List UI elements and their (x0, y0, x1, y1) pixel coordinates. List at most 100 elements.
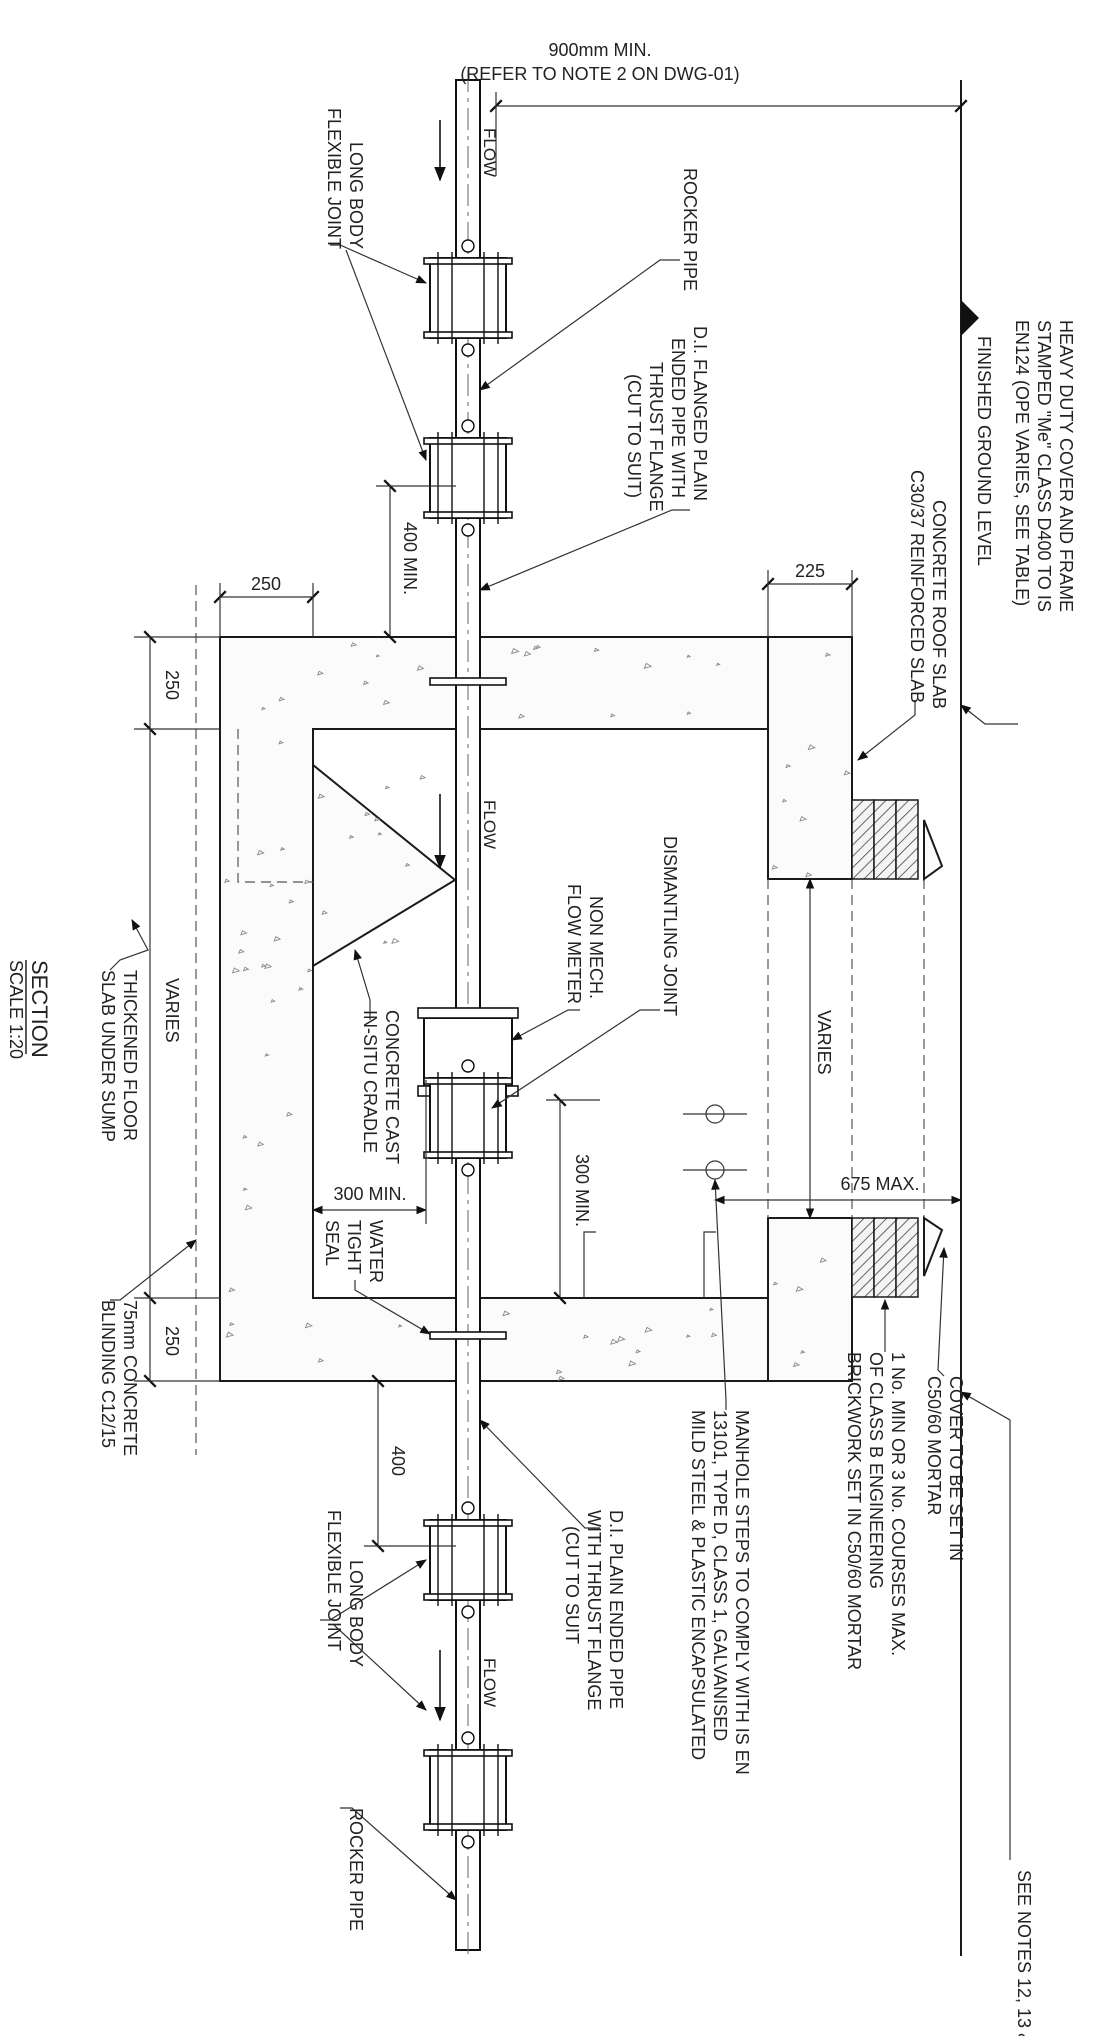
flow-meter-label: NON MECH. FLOW METER (564, 884, 606, 1004)
roof-slab-label: CONCRETE ROOF SLAB C30/37 REINFORCED SLA… (907, 470, 949, 709)
floor-slab-label: THICKENED FLOOR SLAB UNDER SUMP (98, 970, 140, 1142)
cradle-label: CONCRETE CAST IN-SITU CRADLE (360, 1010, 402, 1164)
brick-course-bot-2 (873, 1217, 897, 1298)
gl-offset-line-2: (REFER TO NOTE 2 ON DWG-01) (460, 64, 739, 84)
rocker-top-label: ROCKER PIPE (680, 168, 700, 291)
svg-text:FLOW METER: FLOW METER (564, 884, 584, 1004)
svg-text:1 No. MIN OR 3 No. COURSES MAX: 1 No. MIN OR 3 No. COURSES MAX. (888, 1352, 908, 1656)
flow-meter-flange-1 (417, 1007, 519, 1019)
brick-course-top-2 (873, 799, 897, 880)
svg-text:SEAL: SEAL (322, 1220, 342, 1266)
svg-text:TIGHT: TIGHT (344, 1220, 364, 1274)
flow-label-mid: FLOW (480, 800, 499, 849)
dim-300-min-h: 300 MIN. (333, 1184, 406, 1204)
brick-course-bot-3 (895, 1217, 919, 1298)
dim-400-min: 400 MIN. (400, 522, 420, 595)
flow-label-bottom: FLOW (480, 1658, 499, 1707)
dim-225: 225 (795, 561, 825, 581)
svg-text:STAMPED "Me" CLASS D400 TO IS: STAMPED "Me" CLASS D400 TO IS (1034, 320, 1054, 612)
svg-text:MILD STEEL & PLASTIC ENCAPSULA: MILD STEEL & PLASTIC ENCAPSULATED (688, 1410, 708, 1760)
svg-text:FLEXIBLE JOINT: FLEXIBLE JOINT (324, 108, 344, 249)
sump-outline (237, 729, 313, 883)
svg-text:WITH THRUST FLANGE: WITH THRUST FLANGE (584, 1510, 604, 1710)
svg-text:WATER: WATER (366, 1220, 386, 1283)
dim-400: 400 (388, 1446, 408, 1476)
flow-label-top: FLOW (480, 128, 499, 177)
long-body-bottom-label: LONG BODY FLEXIBLE JOINT (324, 1510, 366, 1667)
svg-text:CONCRETE ROOF SLAB: CONCRETE ROOF SLAB (929, 500, 949, 709)
rocker-bottom-label: ROCKER PIPE (346, 1808, 366, 1931)
roof-slab-bottom (767, 1217, 853, 1382)
cover-set-label: COVER TO BE SET IN C50/60 MORTAR (924, 1376, 966, 1561)
section-scale: SCALE 1:20 (6, 960, 26, 1059)
svg-text:ENDED PIPE WITH: ENDED PIPE WITH (668, 338, 688, 498)
leader-lines (109, 244, 1018, 1901)
svg-text:13101, TYPE D, CLASS 1, GALVAN: 13101, TYPE D, CLASS 1, GALVANISED (710, 1410, 730, 1741)
svg-text:C50/60 MORTAR: C50/60 MORTAR (924, 1376, 944, 1515)
svg-text:BRICKWORK SET IN C50/60 MORTAR: BRICKWORK SET IN C50/60 MORTAR (844, 1352, 864, 1670)
puddle-flange-top (429, 677, 507, 686)
dim-varies-internal: VARIES (814, 1010, 834, 1075)
step-leg-1 (583, 1231, 596, 1298)
svg-text:THRUST FLANGE: THRUST FLANGE (646, 362, 666, 512)
cover-frame-top (923, 819, 944, 881)
step-leg-2 (703, 1231, 716, 1298)
svg-text:LONG BODY: LONG BODY (346, 142, 366, 249)
chamber-structure (195, 80, 979, 1956)
flexible-joint-top-1 (423, 239, 513, 357)
svg-text:IN-SITU CRADLE: IN-SITU CRADLE (360, 1010, 380, 1153)
svg-text:FLEXIBLE JOINT: FLEXIBLE JOINT (324, 1510, 344, 1651)
svg-text:C30/37 REINFORCED SLAB: C30/37 REINFORCED SLAB (907, 470, 927, 703)
gl-offset-line-1: 900mm MIN. (548, 40, 651, 60)
manhole-steps (583, 1104, 747, 1298)
long-body-top-label: LONG BODY FLEXIBLE JOINT (324, 108, 366, 249)
in-situ-cradle (312, 762, 457, 968)
finished-ground-label: FINISHED GROUND LEVEL (974, 336, 994, 566)
ground-level-triangle (961, 300, 979, 336)
svg-text:NON MECH.: NON MECH. (586, 896, 606, 999)
cover-frame-bottom (923, 1216, 944, 1277)
dismantling-joint (423, 1059, 513, 1177)
brick-course-bot-1 (851, 1217, 875, 1298)
svg-text:D.I. FLANGED PLAIN: D.I. FLANGED PLAIN (690, 326, 710, 501)
flexible-joint-top-2 (423, 419, 513, 537)
svg-text:SLAB UNDER SUMP: SLAB UNDER SUMP (98, 970, 118, 1142)
see-notes-label: SEE NOTES 12, 13 & 14 (1014, 1870, 1034, 2036)
svg-text:(CUT TO SUIT): (CUT TO SUIT) (624, 374, 644, 498)
svg-text:COVER TO BE SET IN: COVER TO BE SET IN (946, 1376, 966, 1561)
dim-250-top: 250 (162, 670, 182, 700)
cover-frame-label: HEAVY DUTY COVER AND FRAME STAMPED "Me" … (1012, 320, 1076, 612)
svg-text:75mm CONCRETE: 75mm CONCRETE (120, 1300, 140, 1456)
dim-varies-left: VARIES (162, 978, 182, 1043)
svg-text:BLINDING C12/15: BLINDING C12/15 (98, 1300, 118, 1448)
dimension-lines (134, 92, 968, 1553)
brickwork-label: 1 No. MIN OR 3 No. COURSES MAX. OF CLASS… (844, 1352, 908, 1670)
dim-250-bottom: 250 (162, 1326, 182, 1356)
flexible-joint-bottom-2 (423, 1731, 513, 1849)
svg-text:THICKENED FLOOR: THICKENED FLOOR (120, 970, 140, 1141)
manhole-steps-label: MANHOLE STEPS TO COMPLY WITH IS EN 13101… (688, 1410, 752, 1775)
svg-text:OF CLASS B ENGINEERING: OF CLASS B ENGINEERING (866, 1352, 886, 1589)
svg-text:LONG BODY: LONG BODY (346, 1560, 366, 1667)
flexible-joint-bottom-1 (423, 1501, 513, 1619)
svg-text:(CUT TO SUIT: (CUT TO SUIT (562, 1526, 582, 1644)
dim-250-left: 250 (251, 574, 281, 594)
dismantling-label: DISMANTLING JOINT (660, 836, 680, 1016)
flexible-joints (423, 239, 513, 1849)
brick-course-top-3 (895, 799, 919, 880)
plain-pipe-label: D.I. PLAIN ENDED PIPE WITH THRUST FLANGE… (562, 1510, 626, 1710)
svg-text:MANHOLE STEPS TO COMPLY WITH I: MANHOLE STEPS TO COMPLY WITH IS EN (732, 1410, 752, 1775)
svg-text:HEAVY DUTY COVER AND FRAME: HEAVY DUTY COVER AND FRAME (1056, 320, 1076, 612)
svg-text:EN124 (OPE VARIES, SEE TABLE): EN124 (OPE VARIES, SEE TABLE) (1012, 320, 1032, 606)
puddle-flange-bottom (429, 1331, 507, 1340)
flanged-pipe-label: D.I. FLANGED PLAIN ENDED PIPE WITH THRUS… (624, 326, 710, 512)
concrete-aggregate (224, 642, 852, 1381)
section-title: SECTION (27, 960, 52, 1058)
brick-course-top-1 (851, 799, 875, 880)
watertight-label: WATER TIGHT SEAL (322, 1220, 386, 1283)
roof-slab-top (767, 636, 853, 880)
blinding-label: 75mm CONCRETE BLINDING C12/15 (98, 1300, 140, 1456)
dim-675-max: 675 MAX. (840, 1174, 919, 1194)
flow-meter-body (423, 1017, 513, 1087)
